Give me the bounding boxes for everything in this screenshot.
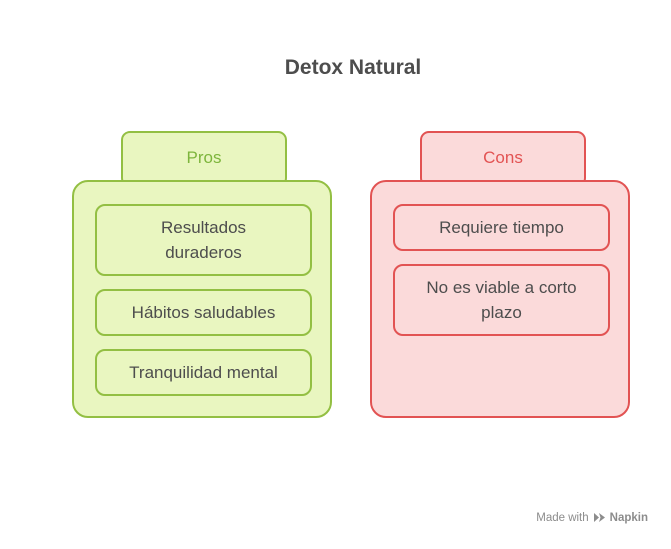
pros-header-tab: Pros xyxy=(121,131,287,187)
pros-item-resultados-duraderos: Resultados duraderos xyxy=(95,204,312,276)
cons-card: Requiere tiempo No es viable a corto pla… xyxy=(370,180,630,418)
watermark-brand: Napkin xyxy=(609,511,648,524)
watermark-prefix: Made with xyxy=(536,511,589,524)
pros-header-label: Pros xyxy=(186,148,222,167)
napkin-watermark: Made with Napkin xyxy=(536,511,648,524)
pros-card: Resultados duraderos Hábitos saludables … xyxy=(72,180,332,418)
pros-item-habitos-saludables: Hábitos saludables xyxy=(95,289,312,336)
napkin-logo-icon xyxy=(593,511,606,524)
cons-item-requiere-tiempo: Requiere tiempo xyxy=(393,204,610,251)
cons-header-tab: Cons xyxy=(420,131,586,187)
pros-item-tranquilidad-mental: Tranquilidad mental xyxy=(95,349,312,396)
diagram-title: Detox Natural xyxy=(284,56,422,79)
cons-header-label: Cons xyxy=(483,148,523,167)
cons-item-no-viable-corto-plazo: No es viable a corto plazo xyxy=(393,264,610,336)
